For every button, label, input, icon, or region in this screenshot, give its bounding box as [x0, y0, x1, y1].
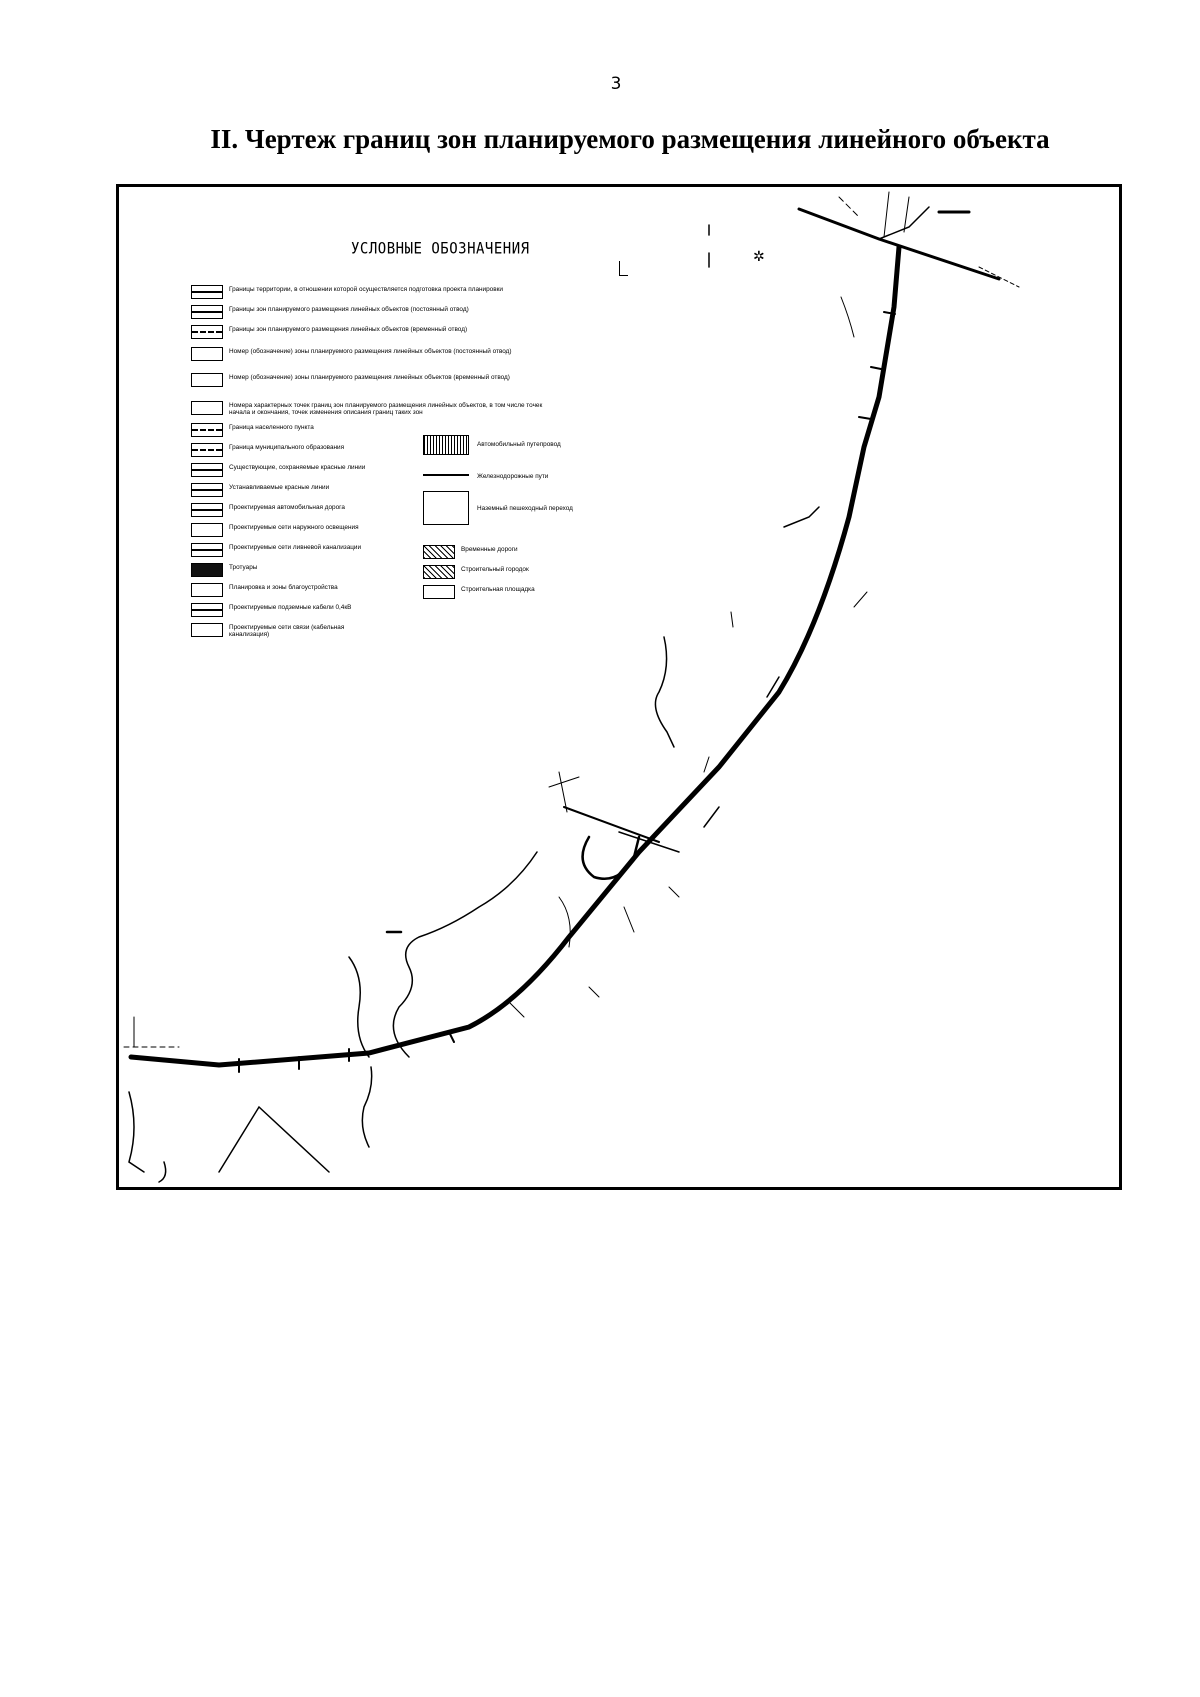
road-corridor-outer — [128, 244, 902, 1068]
road-corridor-inner — [130, 246, 906, 1070]
legend-title: УСЛОВНЫЕ ОБОЗНАЧЕНИЯ — [351, 239, 530, 259]
legend: УСЛОВНЫЕ ОБОЗНАЧЕНИЯ Границы территории,… — [191, 239, 573, 699]
interchange-loop — [581, 835, 641, 880]
page-title: II. Чертеж границ зон планируемого разме… — [210, 124, 1050, 154]
legend-symbol — [191, 423, 223, 437]
legend-symbol — [191, 483, 223, 497]
legend-symbol — [191, 325, 223, 339]
legend-symbol — [191, 401, 223, 415]
legend-symbol — [423, 585, 455, 599]
page-number: 3 — [610, 74, 622, 94]
legend-symbol — [191, 503, 223, 517]
stream-line — [654, 636, 675, 748]
legend-symbol — [423, 491, 469, 525]
legend-symbol — [423, 435, 469, 455]
legend-symbol — [191, 523, 223, 537]
legend-symbol — [423, 565, 455, 579]
compass-rose-icon: ✲ — [753, 249, 765, 265]
north-marker — [619, 261, 628, 276]
legend-symbol — [191, 347, 223, 361]
legend-symbol — [191, 563, 223, 577]
map-drawing — [123, 191, 1020, 1183]
legend-symbol — [191, 285, 223, 299]
legend-symbol — [191, 373, 223, 387]
legend-symbol — [191, 463, 223, 477]
legend-symbol — [191, 623, 223, 637]
map-frame: ✲ УСЛОВНЫЕ ОБОЗНАЧЕНИЯ Границы территори… — [116, 184, 1122, 1190]
legend-symbol — [191, 543, 223, 557]
legend-symbol — [191, 305, 223, 319]
legend-symbol — [191, 603, 223, 617]
legend-symbol — [423, 469, 469, 483]
legend-symbol — [191, 583, 223, 597]
legend-symbol — [423, 545, 455, 559]
legend-symbol — [191, 443, 223, 457]
